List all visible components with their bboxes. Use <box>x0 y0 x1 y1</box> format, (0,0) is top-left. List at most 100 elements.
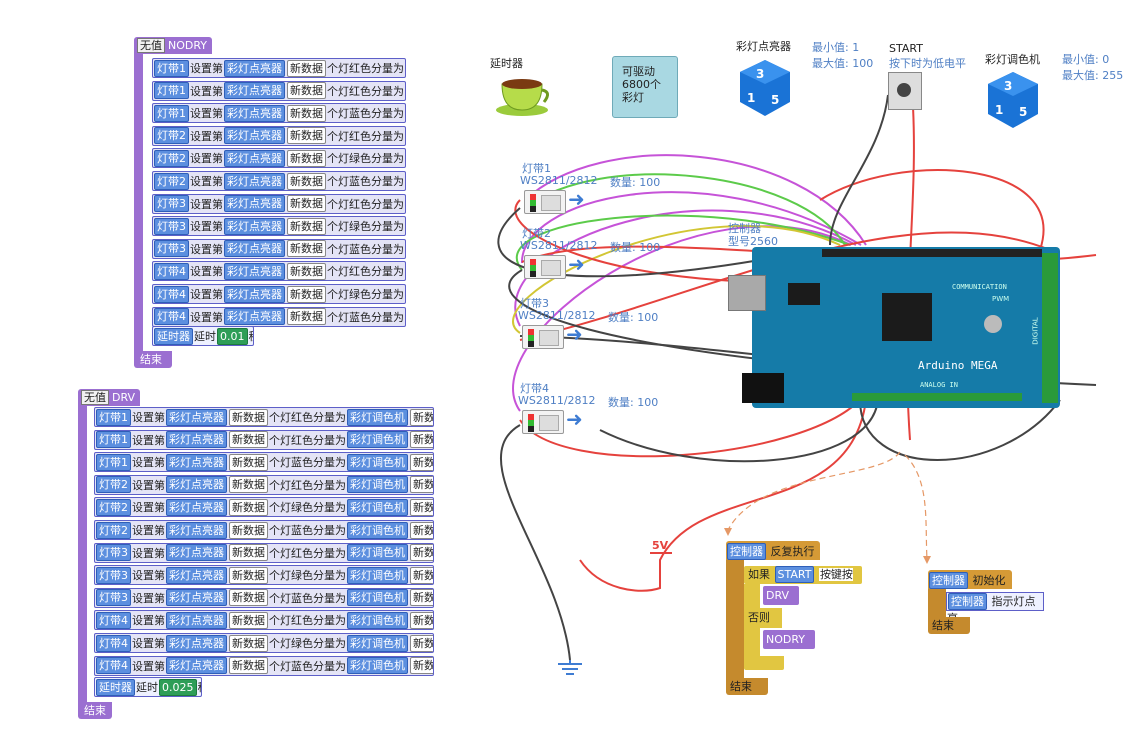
init-row[interactable]: 控制器 指示灯点亮 <box>946 592 1044 625</box>
strip-chip[interactable]: 灯带4 <box>96 657 131 675</box>
mixer-chip[interactable]: 彩灯调色机 <box>347 498 408 516</box>
dice-icon[interactable]: 3 1 5 <box>986 70 1040 130</box>
statement-row[interactable]: 灯带4设置第彩灯点亮器新数据个灯蓝色分量为0 <box>152 306 406 327</box>
statement-row[interactable]: 灯带4设置第彩灯点亮器新数据个灯绿色分量为0 <box>152 284 406 304</box>
lighter-chip[interactable]: 彩灯点亮器 <box>166 657 227 675</box>
delay-row-drv[interactable]: 延时器 延时 0.025 秒 <box>94 677 202 697</box>
statement-row[interactable]: 灯带4设置第彩灯点亮器新数据个灯红色分量为0 <box>152 261 406 282</box>
lighter-chip[interactable]: 彩灯点亮器 <box>224 240 285 258</box>
lighter-chip[interactable]: 彩灯点亮器 <box>166 431 227 449</box>
mixer-chip[interactable]: 彩灯调色机 <box>347 589 408 607</box>
lighter-chip[interactable]: 彩灯点亮器 <box>224 195 285 213</box>
statement-row[interactable]: 灯带3设置第彩灯点亮器新数据个灯蓝色分量为彩灯调色机新数据 <box>94 587 434 608</box>
mixer-chip[interactable]: 彩灯调色机 <box>347 431 408 449</box>
strip-chip[interactable]: 灯带3 <box>96 544 131 562</box>
strip-chip[interactable]: 灯带1 <box>96 431 131 449</box>
statement-row[interactable]: 灯带4设置第彩灯点亮器新数据个灯蓝色分量为彩灯调色机新数据 <box>94 655 434 676</box>
function-header-nodry[interactable]: 无值 NODRY <box>134 37 212 54</box>
if-block[interactable]: 如果 START 按键按下 <box>744 566 862 598</box>
lighter-chip[interactable]: 彩灯点亮器 <box>224 308 285 326</box>
statement-row[interactable]: 灯带1设置第彩灯点亮器新数据个灯红色分量为0 <box>152 58 406 78</box>
strip-chip[interactable]: 灯带2 <box>154 127 189 145</box>
loop-block-header[interactable]: 控制器 反复执行 <box>726 541 820 560</box>
mixer-chip[interactable]: 彩灯调色机 <box>347 634 408 652</box>
lighter-chip[interactable]: 彩灯点亮器 <box>166 498 227 516</box>
statement-row[interactable]: 灯带2设置第彩灯点亮器新数据个灯红色分量为0 <box>152 125 406 146</box>
statement-row[interactable]: 灯带4设置第彩灯点亮器新数据个灯红色分量为彩灯调色机新数据 <box>94 610 434 631</box>
strip-chip[interactable]: 灯带2 <box>154 172 189 190</box>
strip-chip[interactable]: 灯带2 <box>96 521 131 539</box>
init-block-header[interactable]: 控制器 初始化 <box>928 570 1012 589</box>
mixer-chip[interactable]: 彩灯调色机 <box>347 521 408 539</box>
statement-row[interactable]: 灯带3设置第彩灯点亮器新数据个灯红色分量为彩灯调色机新数据 <box>94 542 434 563</box>
statement-row[interactable]: 灯带3设置第彩灯点亮器新数据个灯蓝色分量为0 <box>152 238 406 259</box>
lighter-chip[interactable]: 彩灯点亮器 <box>224 59 285 77</box>
strip-chip[interactable]: 灯带4 <box>96 611 131 629</box>
strip-chip[interactable]: 灯带3 <box>96 589 131 607</box>
lighter-chip[interactable]: 彩灯点亮器 <box>224 127 285 145</box>
delay-component-chip[interactable]: 延时器 <box>154 327 193 345</box>
call-nodry-block[interactable]: NODRY <box>763 630 815 649</box>
note-box[interactable]: 可驱动 6800个 彩灯 <box>612 56 678 118</box>
strip-chip[interactable]: 灯带4 <box>96 634 131 652</box>
strip-chip[interactable]: 灯带3 <box>154 217 189 235</box>
start-button[interactable] <box>888 72 922 110</box>
init-row-controller-chip[interactable]: 控制器 <box>948 593 987 610</box>
if-start-chip[interactable]: START <box>774 566 815 583</box>
delay-value[interactable]: 0.01 <box>217 327 248 345</box>
coffee-cup-icon[interactable] <box>494 70 554 118</box>
delay-row-nodry[interactable]: 延时器 延时 0.01 秒 <box>152 326 254 346</box>
mixer-chip[interactable]: 彩灯调色机 <box>347 544 408 562</box>
delay-value[interactable]: 0.025 <box>159 678 197 696</box>
strip-chip[interactable]: 灯带4 <box>154 285 189 303</box>
lighter-chip[interactable]: 彩灯点亮器 <box>166 453 227 471</box>
statement-row[interactable]: 灯带1设置第彩灯点亮器新数据个灯蓝色分量为0 <box>152 103 406 124</box>
led-strip-module[interactable] <box>524 190 566 214</box>
statement-row[interactable]: 灯带2设置第彩灯点亮器新数据个灯蓝色分量为彩灯调色机新数据 <box>94 520 434 540</box>
delay-component-chip[interactable]: 延时器 <box>96 678 135 696</box>
statement-row[interactable]: 灯带3设置第彩灯点亮器新数据个灯红色分量为0 <box>152 193 406 214</box>
function-header-drv[interactable]: 无值 DRV <box>78 389 140 406</box>
lighter-chip[interactable]: 彩灯点亮器 <box>166 611 227 629</box>
mixer-chip[interactable]: 彩灯调色机 <box>347 657 408 675</box>
statement-row[interactable]: 灯带1设置第彩灯点亮器新数据个灯蓝色分量为彩灯调色机新数据 <box>94 452 434 473</box>
mixer-chip[interactable]: 彩灯调色机 <box>347 453 408 471</box>
lighter-chip[interactable]: 彩灯点亮器 <box>224 172 285 190</box>
mixer-chip[interactable]: 彩灯调色机 <box>347 611 408 629</box>
lighter-chip[interactable]: 彩灯点亮器 <box>224 217 285 235</box>
statement-row[interactable]: 灯带2设置第彩灯点亮器新数据个灯绿色分量为彩灯调色机新数据 <box>94 497 434 518</box>
statement-row[interactable]: 灯带2设置第彩灯点亮器新数据个灯绿色分量为0 <box>152 148 406 169</box>
arduino-board[interactable]: Arduino MEGA COMMUNICATION PWM ANALOG IN… <box>728 247 1060 408</box>
lighter-chip[interactable]: 彩灯点亮器 <box>224 149 285 167</box>
strip-chip[interactable]: 灯带2 <box>96 498 131 516</box>
statement-row[interactable]: 灯带1设置第彩灯点亮器新数据个灯红色分量为0 <box>152 80 406 101</box>
strip-chip[interactable]: 灯带3 <box>96 566 131 584</box>
lighter-chip[interactable]: 彩灯点亮器 <box>166 476 227 494</box>
strip-chip[interactable]: 灯带4 <box>154 308 189 326</box>
dice-icon[interactable]: 3 1 5 <box>738 58 792 118</box>
statement-row[interactable]: 灯带1设置第彩灯点亮器新数据个灯红色分量为彩灯调色机新数据 <box>94 407 434 427</box>
strip-chip[interactable]: 灯带1 <box>96 408 131 426</box>
statement-row[interactable]: 灯带3设置第彩灯点亮器新数据个灯绿色分量为彩灯调色机新数据 <box>94 565 434 586</box>
strip-chip[interactable]: 灯带1 <box>154 59 189 77</box>
lighter-chip[interactable]: 彩灯点亮器 <box>166 408 227 426</box>
loop-controller-chip[interactable]: 控制器 <box>727 543 766 560</box>
mixer-chip[interactable]: 彩灯调色机 <box>347 566 408 584</box>
statement-row[interactable]: 灯带4设置第彩灯点亮器新数据个灯绿色分量为彩灯调色机新数据 <box>94 633 434 653</box>
strip-chip[interactable]: 灯带1 <box>154 82 189 100</box>
lighter-chip[interactable]: 彩灯点亮器 <box>224 285 285 303</box>
mixer-chip[interactable]: 彩灯调色机 <box>347 476 408 494</box>
statement-row[interactable]: 灯带3设置第彩灯点亮器新数据个灯绿色分量为0 <box>152 216 406 237</box>
led-strip-module[interactable] <box>522 325 564 349</box>
led-strip-module[interactable] <box>522 410 564 434</box>
mixer-chip[interactable]: 彩灯调色机 <box>347 408 408 426</box>
lighter-chip[interactable]: 彩灯点亮器 <box>166 521 227 539</box>
call-drv-block[interactable]: DRV <box>763 586 799 605</box>
lighter-chip[interactable]: 彩灯点亮器 <box>224 262 285 280</box>
strip-chip[interactable]: 灯带2 <box>154 149 189 167</box>
lighter-chip[interactable]: 彩灯点亮器 <box>224 104 285 122</box>
init-controller-chip[interactable]: 控制器 <box>929 572 968 589</box>
lighter-chip[interactable]: 彩灯点亮器 <box>166 589 227 607</box>
strip-chip[interactable]: 灯带3 <box>154 195 189 213</box>
strip-chip[interactable]: 灯带1 <box>154 104 189 122</box>
